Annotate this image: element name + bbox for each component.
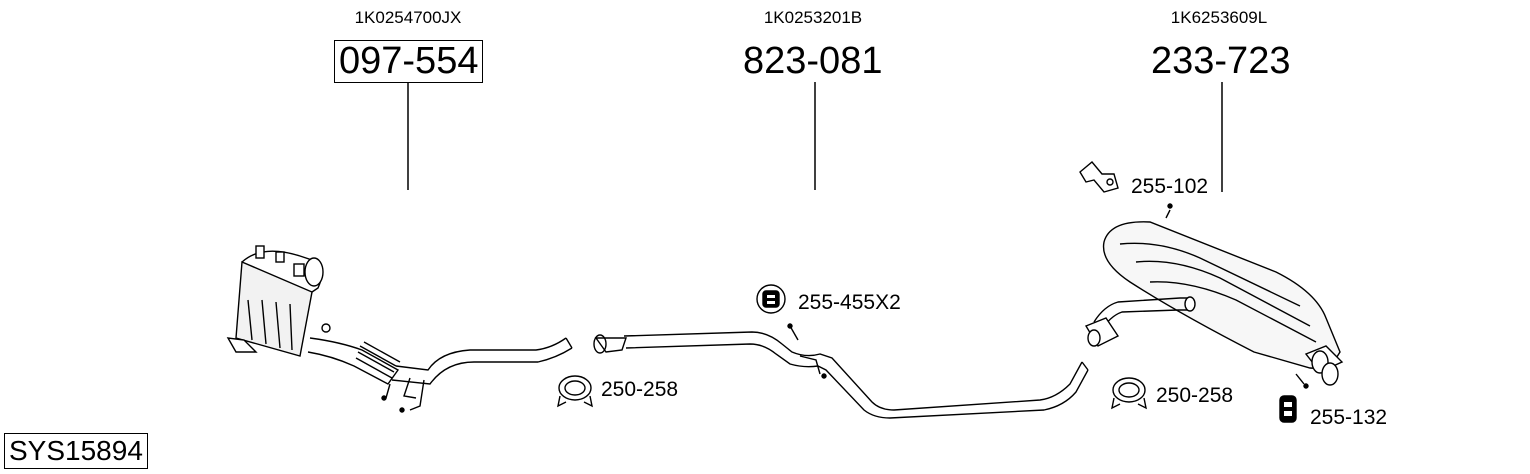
- rear-silencer-drawing: [1084, 203, 1344, 389]
- clamp-icon-rear: [1111, 377, 1147, 410]
- label-clamp-front: 250-258: [601, 378, 679, 401]
- clamp-icon-front: [557, 375, 593, 408]
- bracket-icon: [1079, 161, 1119, 193]
- label-mounting: 255-132: [1310, 406, 1388, 429]
- part-number-823-081: 823-081: [743, 40, 883, 82]
- part-number-233-723: 233-723: [1151, 40, 1291, 82]
- oem-number-1: 1K0254700JX: [354, 8, 462, 27]
- middle-pipe-drawing: [593, 323, 1089, 419]
- system-code: SYS15894: [4, 433, 148, 469]
- oem-number-2: 1K0253201B: [763, 8, 863, 27]
- rubber-hanger-icon: [756, 284, 786, 314]
- label-bracket: 255-102: [1131, 175, 1209, 198]
- label-clamp-rear: 250-258: [1156, 384, 1234, 407]
- oem-number-3: 1K6253609L: [1170, 8, 1268, 27]
- part-number-097-554: 097-554: [334, 40, 484, 83]
- mounting-icon: [1279, 395, 1297, 423]
- front-dpf-drawing: [226, 245, 573, 413]
- label-rubber-hanger: 255-455X2: [798, 291, 901, 314]
